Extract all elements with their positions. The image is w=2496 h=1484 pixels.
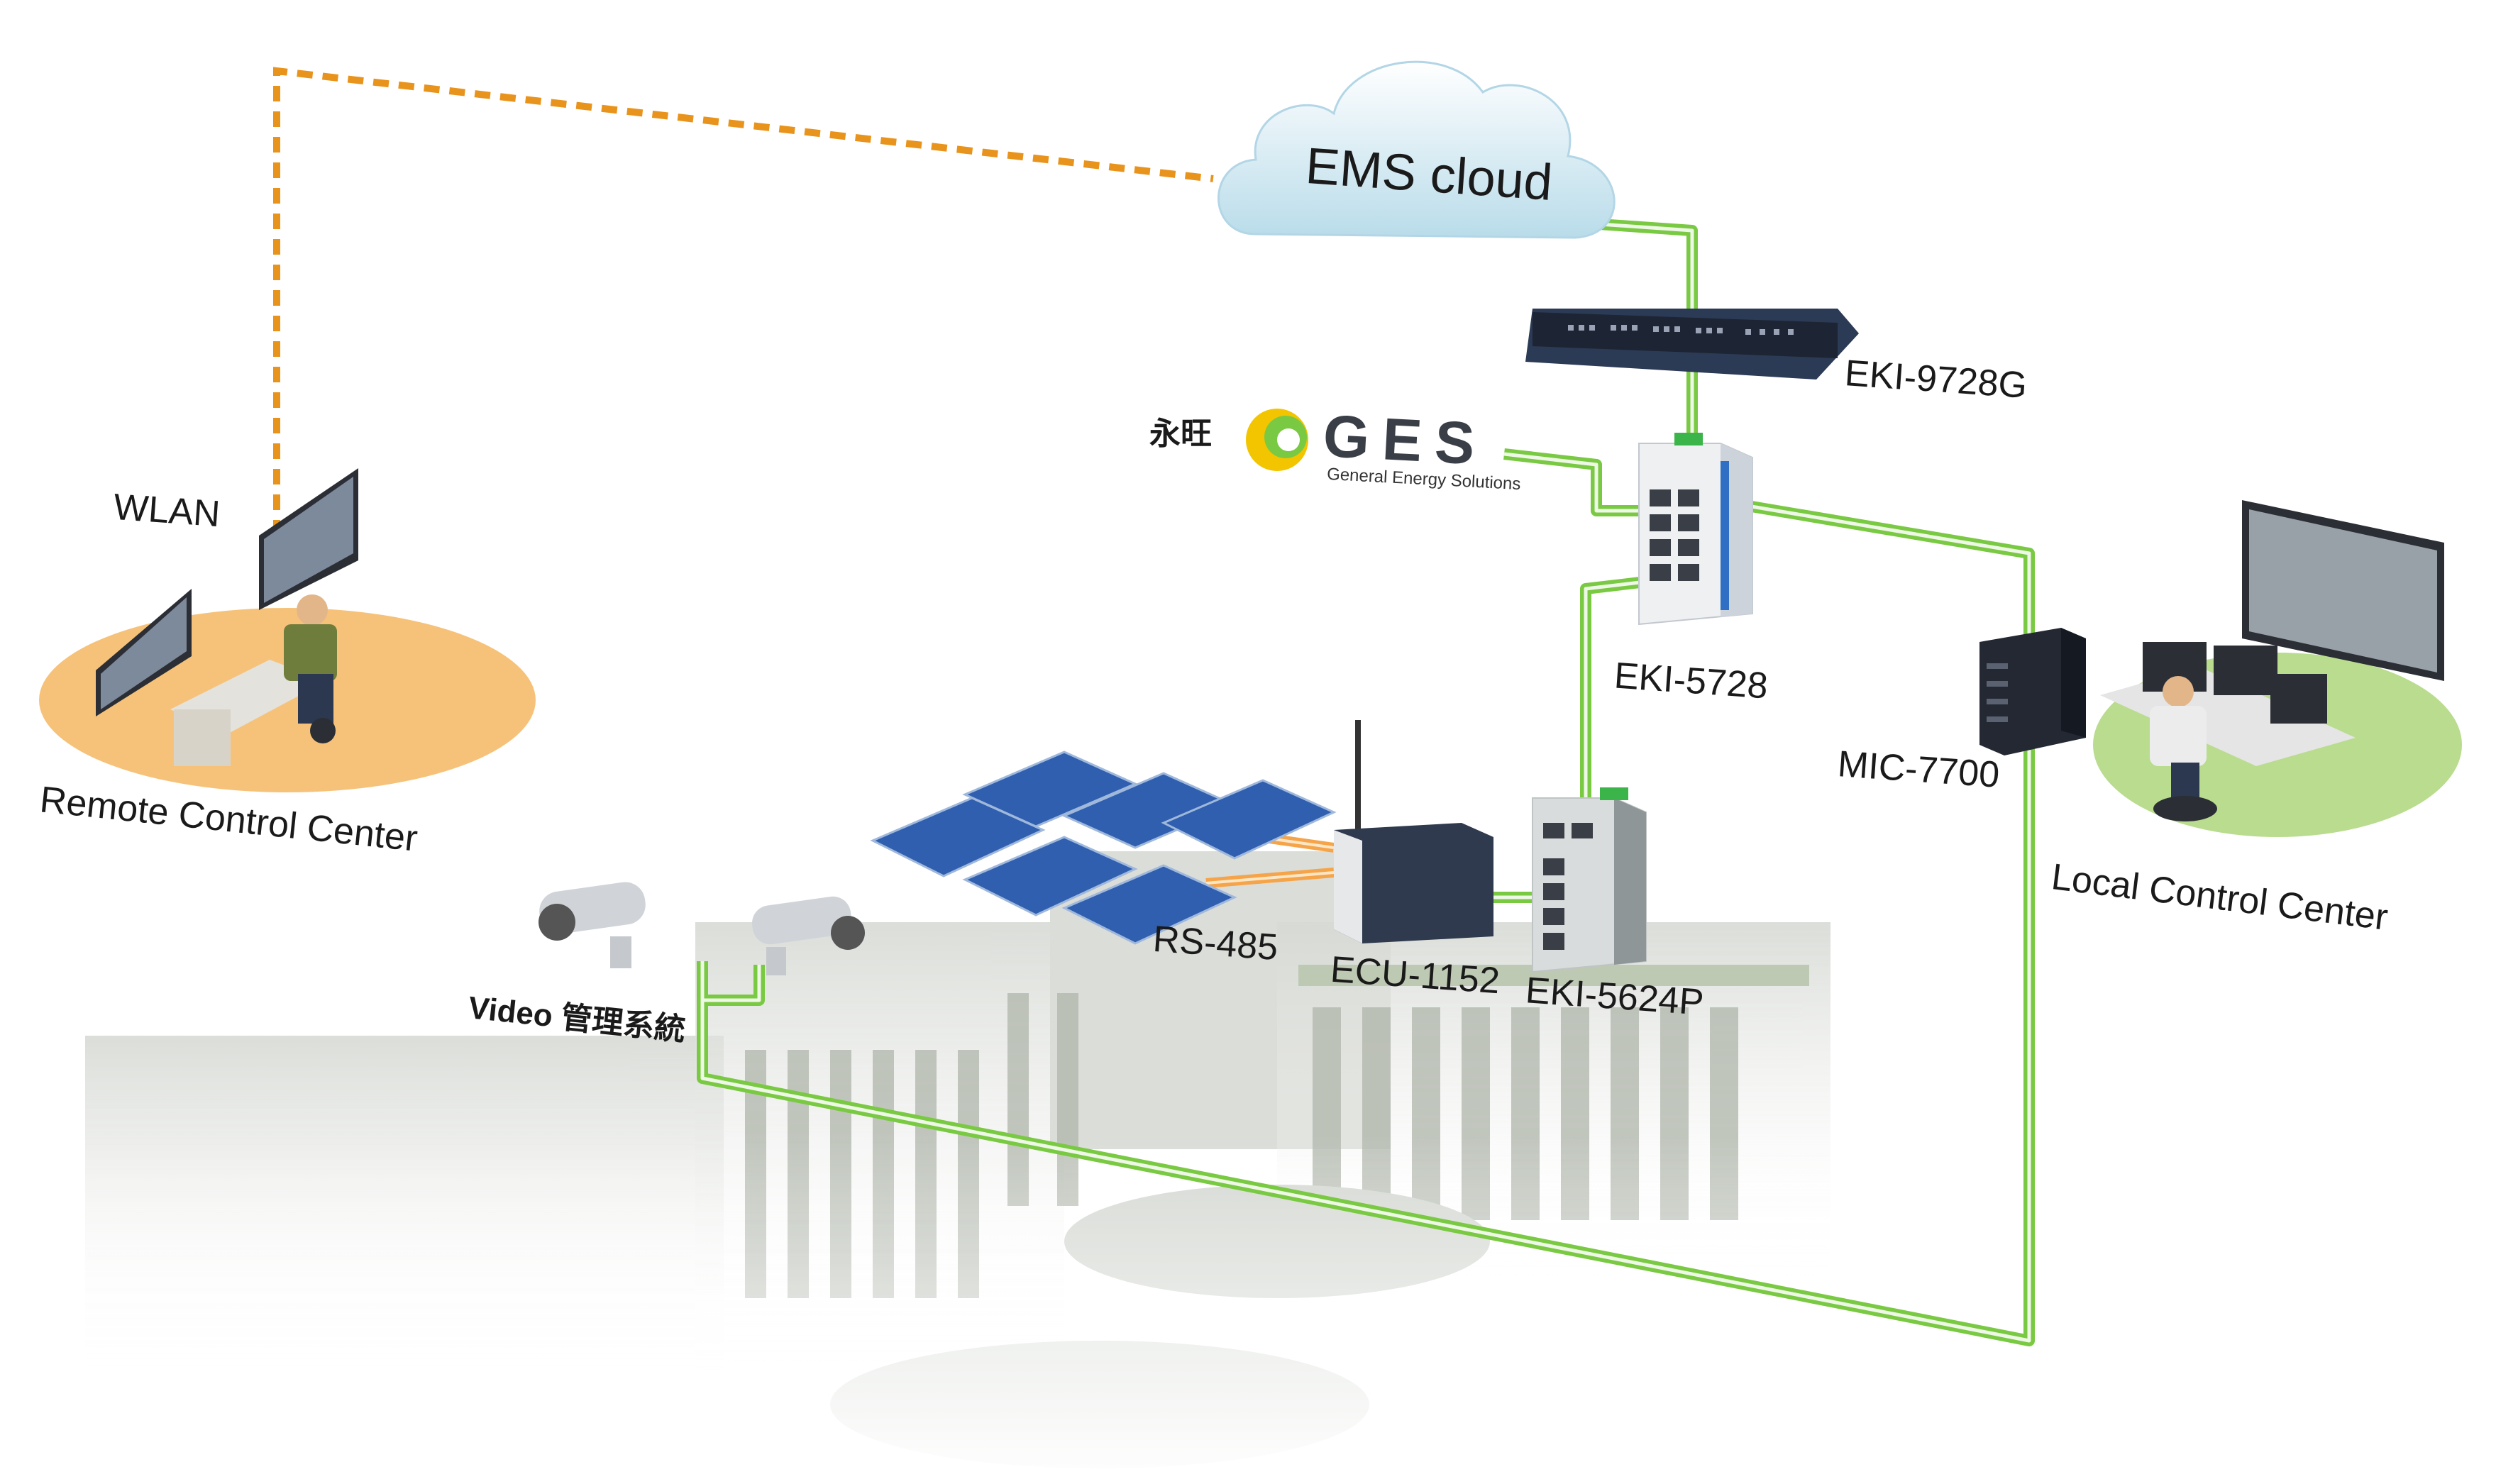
mic-7700-computer	[1979, 628, 2086, 755]
solar-panel-array	[870, 751, 1337, 945]
eki-5728-switch	[1638, 433, 1753, 626]
ges-logo-icon	[1246, 409, 1308, 471]
local-workstation	[2100, 500, 2444, 821]
rs485-label: RS-485	[1152, 918, 1280, 969]
remote-workstation	[96, 468, 358, 766]
yongwang-label: 永旺	[1149, 416, 1212, 451]
campus-background	[0, 851, 2496, 1484]
security-camera-2	[752, 896, 865, 975]
wlan-label: WLAN	[112, 486, 222, 536]
eki-9728g-switch	[1525, 309, 1859, 380]
security-camera-1	[539, 882, 646, 968]
ecu-1152-gateway	[1334, 720, 1493, 943]
eki-5624p-switch	[1532, 787, 1647, 973]
wlan-link	[273, 67, 1214, 536]
cloud-icon	[1217, 60, 1616, 239]
